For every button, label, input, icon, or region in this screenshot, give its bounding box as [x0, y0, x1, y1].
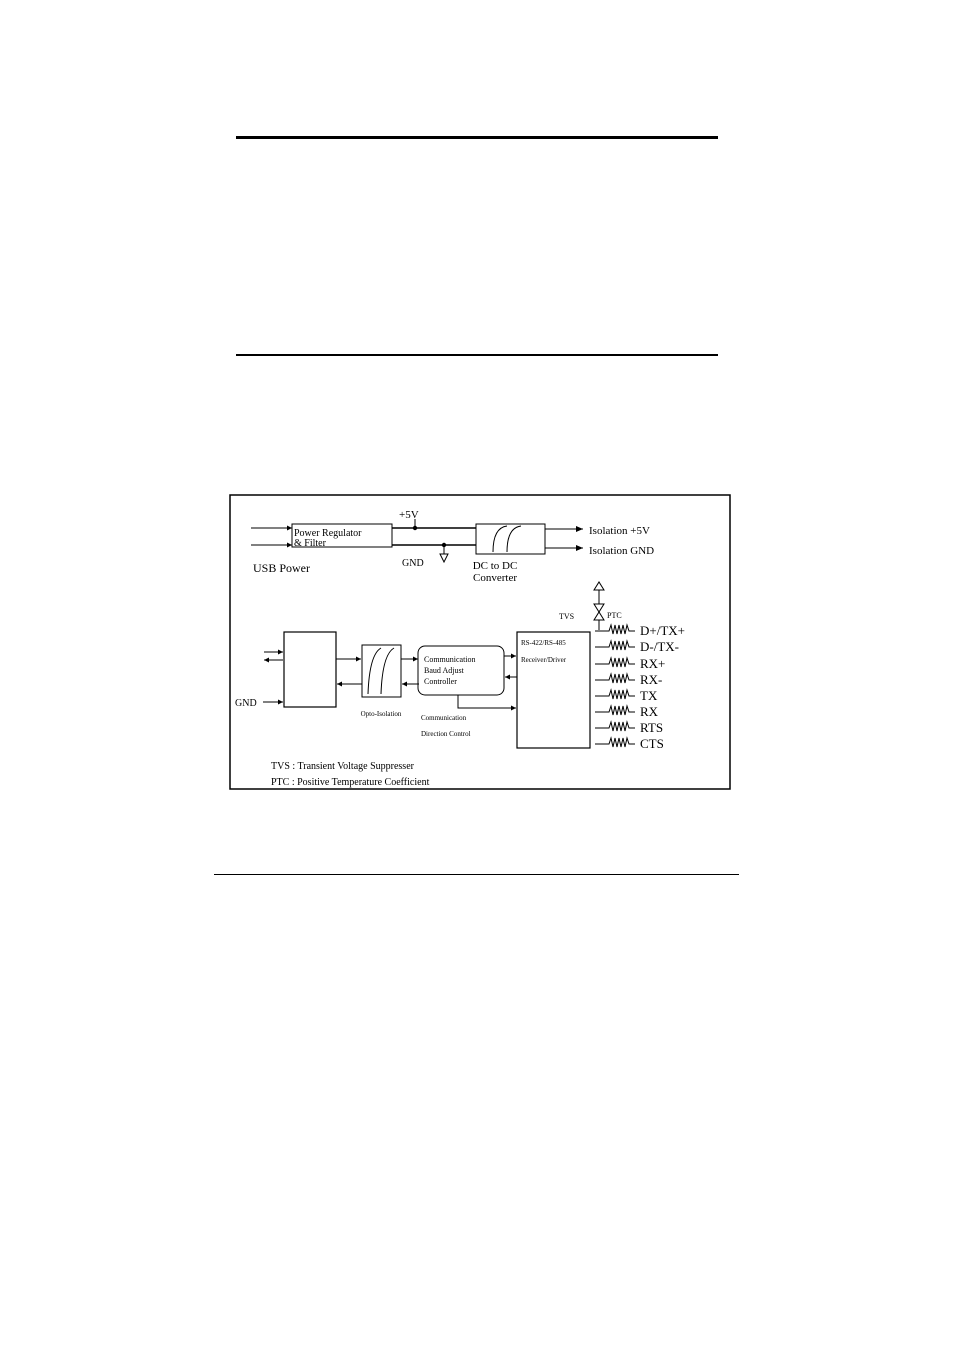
signal-label: D-/TX-: [640, 639, 679, 654]
signal-label: RTS: [640, 720, 663, 735]
gnd-top-label: GND: [402, 558, 424, 569]
baud-controller-label-3: Controller: [424, 677, 457, 686]
baud-controller-label-1: Communication: [424, 655, 476, 664]
direction-control-label-1: Communication: [421, 714, 467, 722]
signal-label: RX-: [640, 672, 662, 687]
signal-label: TX: [640, 688, 658, 703]
signal-label: CTS: [640, 736, 664, 751]
block-diagram: USB Power Power Regulator & Filter +5V G…: [229, 494, 731, 790]
signal-resistors: [595, 623, 635, 748]
gnd-left-label: GND: [235, 698, 257, 709]
baud-controller-block: [417, 645, 505, 696]
opto-isolation-block: [361, 644, 402, 698]
isolation-gnd-label: Isolation GND: [589, 545, 654, 557]
signal-label: D+/TX+: [640, 623, 685, 638]
dcdc-converter-block: [475, 523, 546, 555]
regulator-label-1: Power Regulator: [294, 528, 362, 539]
regulator-label-2: & Filter: [294, 538, 327, 549]
baud-controller-label-2: Baud Adjust: [424, 666, 465, 675]
opto-isolation-label: Opto-Isolation: [361, 710, 402, 718]
power-regulator-block: [291, 523, 393, 548]
bottom-rule: [214, 874, 739, 875]
dcdc-label-1: DC to DC: [473, 560, 518, 572]
usb-power-label: USB Power: [253, 561, 310, 575]
rs485-driver-block: [516, 631, 591, 749]
ptc-label: PTC: [607, 611, 622, 620]
plus5v-label: +5V: [399, 509, 419, 521]
rs485-label-2: Receiver/Driver: [521, 656, 567, 664]
legend-tvs: TVS : Transient Voltage Suppresser: [271, 761, 415, 772]
diagram-frame: [229, 494, 731, 790]
signal-label: RX: [640, 704, 659, 719]
rs485-label-1: RS-422/RS-485: [521, 639, 566, 647]
middle-rule: [236, 354, 718, 356]
legend-ptc: PTC : Positive Temperature Coefficient: [271, 777, 430, 788]
tvs-label: TVS: [559, 612, 574, 621]
top-rule: [236, 136, 718, 139]
usb-controller-block: [283, 631, 337, 708]
signal-label: RX+: [640, 656, 665, 671]
direction-control-label-2: Direction Control: [421, 730, 471, 738]
isolation-5v-label: Isolation +5V: [589, 525, 650, 537]
dcdc-label-2: Converter: [473, 572, 517, 584]
